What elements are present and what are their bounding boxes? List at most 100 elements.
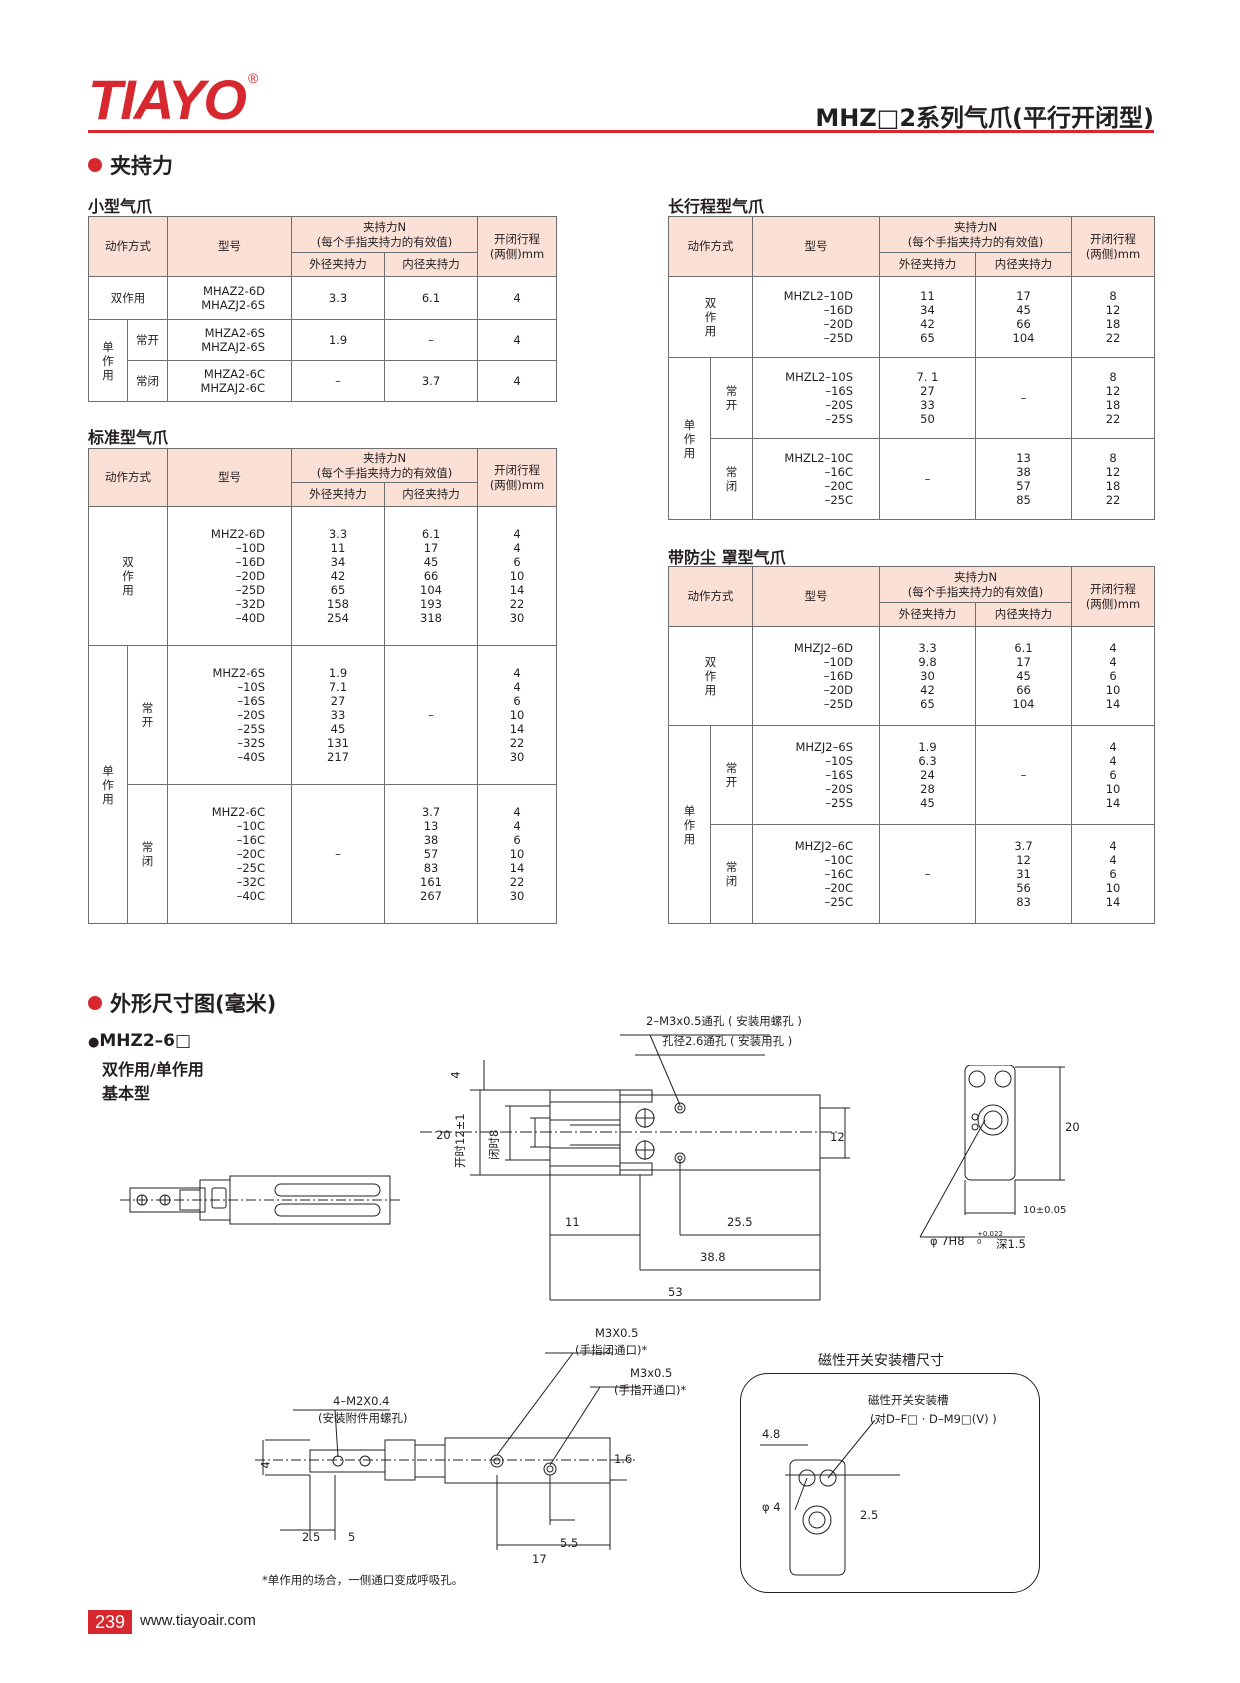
col-stroke: 开闭行程 (两侧)mm [477, 216, 558, 277]
callout-mount-hole: 孔径2.6通孔 ( 安装用孔 ) [662, 1034, 793, 1048]
cell-outer: 3.3 9.8 30 42 65 [879, 626, 976, 726]
callout-m3-close-note: (手指闭通口)* [575, 1343, 648, 1357]
cell-sub-action: 常开 [127, 319, 168, 361]
dim-b-5-5: 5.5 [560, 1536, 579, 1550]
col-model: 型号 [752, 566, 880, 627]
col-action: 动作方式 [668, 216, 753, 277]
col-inner: 内径夹持力 [974, 252, 1073, 277]
cell-sub-action: 常 闭 [710, 824, 753, 924]
brand-logo: TIAYO [88, 68, 247, 131]
cell-inner: 17 45 66 104 [974, 276, 1073, 358]
slot-ref: (对D–F□ · D–M9□(V) ) [870, 1412, 997, 1426]
dim-b-1-6: 1.6 [614, 1452, 633, 1466]
gripper-front-view [420, 1034, 850, 1301]
table-row: 常 闭 MHZJ2–6C –10C –16C –20C –25C – 3.7 1… [669, 824, 1156, 924]
col-stroke: 开闭行程 (两侧)mm [477, 448, 558, 507]
cell-sub-action: 常 开 [127, 645, 168, 785]
col-action: 动作方式 [668, 566, 753, 627]
table-row: 双 作 用 MHZJ2–6D –10D –16D –20D –25D 3.3 9… [668, 626, 1156, 726]
gripper-bottom-view [255, 1352, 640, 1550]
cell-stroke: 8 12 18 22 [1071, 357, 1156, 439]
table-title-dust: 带防尘 罩型气爪 [668, 548, 786, 567]
callout-m3-close: M3X0.5 [595, 1326, 639, 1340]
col-outer: 外径夹持力 [879, 602, 976, 627]
slot-panel [740, 1373, 1040, 1593]
section-heading-text: 外形尺寸图(毫米) [110, 992, 277, 1016]
section-heading-text: 夹持力 [110, 154, 173, 178]
col-stroke: 开闭行程 (两侧)mm [1071, 566, 1156, 627]
dim-pin-tol: +0.022 0 [977, 1230, 1003, 1246]
cell-model: MHZ2-6D –10D –16D –20D –25D –32D –40D [167, 506, 292, 646]
col-inner: 内径夹持力 [383, 482, 479, 507]
header-divider [88, 130, 1154, 133]
cell-outer: 11 34 42 65 [879, 276, 976, 358]
cell-action-single: 单 作 用 [88, 319, 128, 402]
cell-sub-action: 常 闭 [710, 438, 753, 520]
cell-outer: – [291, 360, 385, 402]
cell-sub-action: 常闭 [127, 360, 168, 402]
table-row: 双作用 MHAZ2-6D MHAZJ2-6S 3.3 6.1 4 [88, 276, 558, 320]
dim-12: 12 [830, 1130, 845, 1144]
cell-stroke: 4 4 6 10 14 22 30 [477, 506, 558, 646]
cell-stroke: 4 4 6 10 14 [1071, 626, 1156, 726]
dim-53: 53 [668, 1285, 683, 1299]
table-row: 单 作 用 常 开 MHZ2-6S –10S –16S –20S –25S –3… [88, 645, 558, 924]
cell-action: 双 作 用 [88, 506, 168, 646]
col-grip-force: 夹持力N (每个手指夹持力的有效值) [878, 216, 1073, 253]
table-title-standard: 标准型气爪 [88, 428, 169, 447]
cell-inner: 13 38 57 85 [974, 438, 1073, 520]
cell-model: MHAZ2-6D MHAZJ2-6S [167, 276, 292, 320]
cell-inner: 3.7 [383, 360, 479, 402]
cell-model: MHZ2-6C –10C –16C –20C –25C –32C –40C [167, 784, 292, 924]
bullet-icon [88, 158, 102, 172]
cell-model: MHZ2-6S –10S –16S –20S –25S –32S –40S [167, 645, 292, 785]
cell-stroke: 8 12 18 22 [1071, 276, 1156, 358]
cell-inner: 6.1 [383, 276, 479, 320]
cell-outer: 3.3 11 34 42 65 158 254 [291, 506, 385, 646]
cell-action-single: 单 作 用 [668, 357, 711, 520]
cell-model: MHZA2-6S MHZAJ2-6S [167, 319, 292, 361]
col-stroke: 开闭行程 (两侧)mm [1071, 216, 1156, 277]
cell-outer: 1.9 6.3 24 28 45 [879, 725, 976, 825]
cell-model: MHZA2-6C MHZAJ2-6C [167, 360, 292, 402]
col-outer: 外径夹持力 [879, 252, 976, 277]
table-long: 动作方式 型号 夹持力N (每个手指夹持力的有效值) 开闭行程 (两侧)mm 外… [668, 216, 1156, 520]
page-number: 239 [88, 1610, 132, 1634]
dim-20: 20 [436, 1128, 451, 1142]
dim-pin-depth: 深1.5 [996, 1237, 1026, 1251]
dim-38-8: 38.8 [700, 1250, 726, 1264]
cell-model: MHZL2–10C –16C –20C –25C [752, 438, 880, 520]
table-row: 单 作 用 常开 MHZA2-6S MHZAJ2-6S 1.9 – 4 [88, 319, 558, 402]
col-action: 动作方式 [88, 448, 168, 507]
drawing-model: ●MHZ2–6□ [88, 1031, 191, 1051]
cell-stroke: 4 4 6 10 14 22 30 [477, 784, 558, 924]
dim-pin: φ 7H8 [930, 1234, 965, 1248]
cell-outer: 7. 1 27 33 50 [879, 357, 976, 439]
cell-outer: – [879, 438, 976, 520]
dim-side-20: 20 [1065, 1120, 1080, 1134]
table-row: 常 闭 MHZ2-6C –10C –16C –20C –25C –32C –40… [89, 784, 558, 924]
col-action: 动作方式 [88, 216, 168, 277]
callout-m3-open: M3x0.5 [630, 1366, 673, 1380]
dim-4: 4 [448, 1071, 463, 1079]
drawing-model-text: MHZ2–6□ [99, 1031, 192, 1051]
cell-inner: – [383, 645, 479, 785]
cell-inner: 6.1 17 45 66 104 193 318 [383, 506, 479, 646]
dim-b-4: 4 [258, 1461, 273, 1469]
callout-m3-open-note: (手指开通口)* [614, 1383, 687, 1397]
callout-m2-note: (安装附件用螺孔) [318, 1411, 408, 1425]
slot-dim-phi4: φ 4 [762, 1500, 781, 1514]
cell-outer: – [291, 784, 385, 924]
col-grip-force: 夹持力N (每个手指夹持力的有效值) [878, 566, 1073, 603]
section-heading-dims: 外形尺寸图(毫米) [88, 988, 276, 1018]
cell-action: 双 作 用 [668, 626, 753, 726]
table-dust: 动作方式 型号 夹持力N (每个手指夹持力的有效值) 开闭行程 (两侧)mm 外… [668, 566, 1156, 924]
cell-outer: 3.3 [291, 276, 385, 320]
cell-outer: – [879, 824, 976, 924]
col-inner: 内径夹持力 [974, 602, 1073, 627]
table-small: 动作方式 型号 夹持力N (每个手指夹持力的有效值) 开闭行程 (两侧)mm 外… [88, 216, 558, 402]
drawing-base: 基本型 [102, 1084, 151, 1103]
website-url: www.tiayoair.com [140, 1612, 256, 1629]
slot-title: 磁性开关安装槽尺寸 [818, 1353, 944, 1369]
cell-model: MHZL2–10D –16D –20D –25D [752, 276, 880, 358]
